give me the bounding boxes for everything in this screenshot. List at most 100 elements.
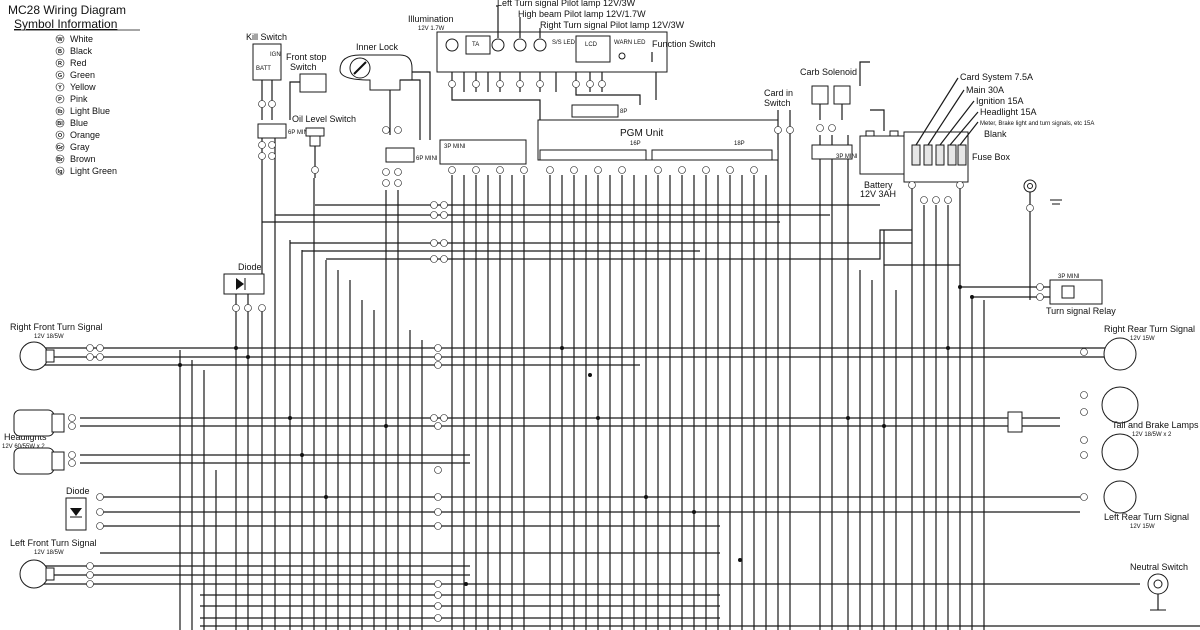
legend-label: Yellow bbox=[70, 82, 96, 92]
legend-item: Y Yellow bbox=[55, 82, 96, 92]
rf-turn-signal-bulb-icon bbox=[19, 341, 55, 371]
ta-label: TA bbox=[472, 42, 479, 48]
legend-label: Light Blue bbox=[70, 106, 110, 116]
legend-label: Brown bbox=[70, 154, 96, 164]
card-in-switch-label-1: Card in bbox=[764, 88, 793, 98]
legend-code: W bbox=[57, 37, 63, 43]
legend-code: P bbox=[58, 97, 62, 103]
connector-8p-label: 8P bbox=[620, 109, 627, 115]
legend: W White B Black R Red G Green Y Yellow P… bbox=[55, 34, 117, 176]
card-system-fuse-label: Card System 7.5A bbox=[960, 72, 1033, 82]
legend-label: Gray bbox=[70, 142, 90, 152]
connector-3p-mini-label: 3P MINI bbox=[444, 144, 466, 150]
headlights-label: Headlights bbox=[4, 432, 47, 442]
wire-code-markers bbox=[68, 80, 1088, 622]
legend-item: W White bbox=[55, 34, 93, 44]
legend-item: Br Brown bbox=[55, 154, 96, 164]
relay-connector-label: 3P MINI bbox=[1058, 274, 1080, 280]
connector-6p-mini-label-1: 6P MINI bbox=[288, 130, 310, 136]
turn-signal-relay bbox=[1049, 279, 1103, 305]
legend-label: Black bbox=[70, 46, 93, 56]
rf-turn-rating: 12V 18/5W bbox=[34, 334, 64, 340]
battery-label: Battery bbox=[864, 180, 893, 190]
right-pilot-bulb-icon bbox=[533, 38, 547, 52]
legend-code: R bbox=[58, 61, 62, 67]
legend-code: Y bbox=[58, 85, 62, 91]
illumination-bulb-icon bbox=[445, 38, 459, 52]
tail-brake-label: Tail and Brake Lamps bbox=[1112, 420, 1199, 430]
diode-top-label: Diode bbox=[238, 262, 262, 272]
main-fuse-label: Main 30A bbox=[966, 85, 1004, 95]
headlights-rating: 12V 60/55W x 2 bbox=[2, 444, 45, 450]
oil-level-switch-label: Oil Level Switch bbox=[292, 114, 356, 124]
function-switch-label: Function Switch bbox=[652, 39, 716, 49]
meter-panel: TA S/S LED LCD WARN LED bbox=[436, 31, 668, 73]
diagram-title: MC28 Wiring Diagram bbox=[8, 3, 126, 17]
inner-lock-label: Inner Lock bbox=[356, 42, 399, 52]
lf-turn-signal-bulb-icon bbox=[19, 559, 55, 589]
ignition-fuse-label: Ignition 15A bbox=[976, 96, 1024, 106]
legend-heading: Symbol Information bbox=[14, 17, 117, 31]
legend-item: G Green bbox=[55, 70, 95, 80]
kill-switch: BATT IGN bbox=[252, 43, 282, 81]
turn-signal-relay-label: Turn signal Relay bbox=[1046, 306, 1116, 316]
tail-lamp-upper-icon bbox=[1101, 386, 1139, 424]
legend-code: lb bbox=[58, 109, 64, 115]
carb-solenoid-1 bbox=[811, 85, 829, 105]
illumination-rating: 12V 1.7W bbox=[418, 26, 445, 32]
carb-solenoid-2 bbox=[833, 85, 851, 105]
fuse-box-label: Fuse Box bbox=[972, 152, 1011, 162]
lr-turn-rating: 12V 15W bbox=[1130, 524, 1155, 530]
rr-turn-signal-bulb-icon bbox=[1103, 337, 1137, 371]
lf-turn-rating: 12V 18/5W bbox=[34, 550, 64, 556]
legend-item: P Pink bbox=[55, 94, 88, 104]
legend-item: Bl Blue bbox=[55, 118, 88, 128]
lcd-label: LCD bbox=[585, 42, 598, 48]
legend-code: G bbox=[58, 73, 62, 79]
left-pilot-bulb-icon bbox=[491, 38, 505, 52]
legend-item: O Orange bbox=[55, 130, 100, 140]
lr-turn-signal-bulb-icon bbox=[1103, 480, 1137, 514]
kill-switch-label: Kill Switch bbox=[246, 32, 287, 42]
rf-turn-label: Right Front Turn Signal bbox=[10, 322, 103, 332]
rr-turn-label: Right Rear Turn Signal bbox=[1104, 324, 1195, 334]
front-stop-switch-label-1: Front stop bbox=[286, 52, 327, 62]
diode-bottom-label: Diode bbox=[66, 486, 90, 496]
headlight-lower-icon bbox=[13, 447, 65, 475]
kill-switch-ign-label: IGN bbox=[270, 52, 281, 58]
high-beam-bulb-icon bbox=[513, 38, 527, 52]
neutral-switch-icon bbox=[1147, 573, 1169, 611]
headlight-fuse-label: Headlight 15A bbox=[980, 107, 1037, 117]
legend-item: R Red bbox=[55, 58, 87, 68]
fuse-box bbox=[903, 131, 969, 183]
kill-switch-batt-label: BATT bbox=[256, 66, 271, 72]
connector-18p-label: 18P bbox=[734, 141, 745, 147]
oil-level-switch-icon bbox=[305, 127, 325, 147]
legend-item: Gr Gray bbox=[55, 142, 90, 152]
battery-icon bbox=[859, 130, 905, 175]
carb-solenoid-label: Carb Solenoid bbox=[800, 67, 857, 77]
meter-fuse-label: Meter, Brake light and turn signals, etc… bbox=[980, 121, 1094, 127]
legend-code: Br bbox=[57, 157, 64, 163]
legend-label: Green bbox=[70, 70, 95, 80]
legend-label: Light Green bbox=[70, 166, 117, 176]
tail-brake-rating: 12V 18/5W x 2 bbox=[1132, 432, 1172, 438]
left-pilot-label: Left Turn signal Pilot lamp 12V/3W bbox=[497, 0, 636, 8]
high-beam-label: High beam Pilot lamp 12V/1.7W bbox=[518, 9, 646, 19]
legend-label: Red bbox=[70, 58, 87, 68]
ss-led-label: S/S LED bbox=[552, 40, 576, 46]
front-stop-switch-label-2: Switch bbox=[290, 62, 317, 72]
legend-code: lg bbox=[58, 169, 63, 175]
connector-16p-label: 16P bbox=[630, 141, 641, 147]
diode-icon bbox=[223, 273, 265, 295]
battery-rating: 12V 3AH bbox=[860, 189, 896, 199]
illumination-label: Illumination bbox=[408, 14, 454, 24]
legend-item: lg Light Green bbox=[55, 166, 117, 176]
connector-6p-mini-label-2: 6P MINI bbox=[416, 156, 438, 162]
neutral-switch-label: Neutral Switch bbox=[1130, 562, 1188, 572]
legend-item: lb Light Blue bbox=[55, 106, 110, 116]
headlight-upper-icon bbox=[13, 409, 65, 437]
legend-label: Orange bbox=[70, 130, 100, 140]
legend-item: B Black bbox=[55, 46, 93, 56]
tail-lamp-lower-icon bbox=[1101, 433, 1139, 471]
